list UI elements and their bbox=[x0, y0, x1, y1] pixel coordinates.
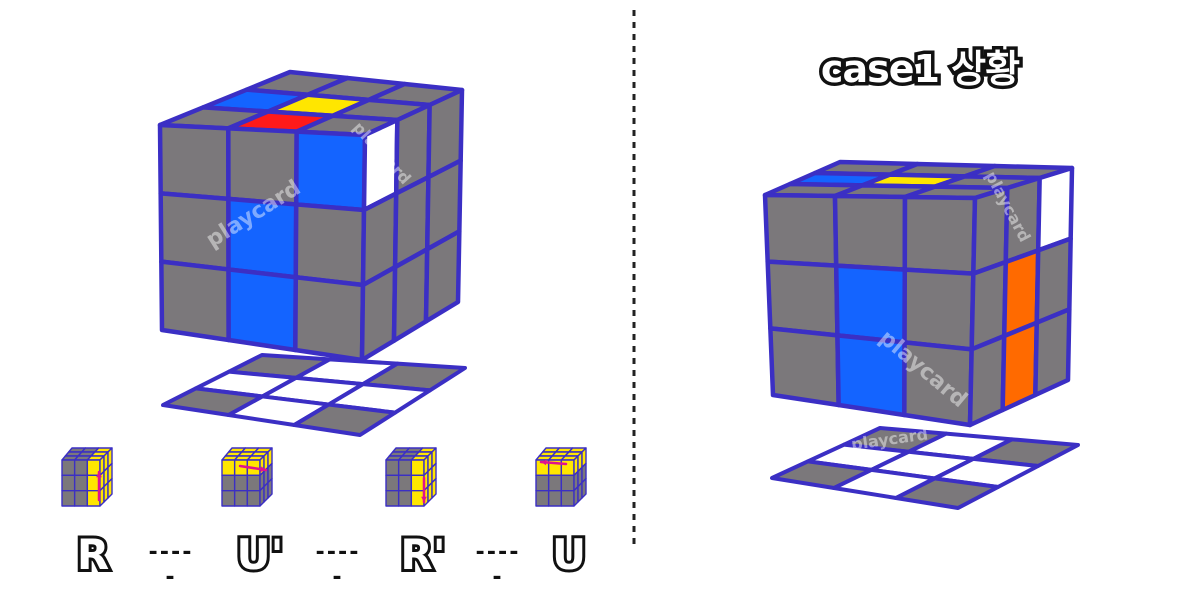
mini-r-prime-front-sticker-1-0 bbox=[385, 474, 400, 492]
move-cube-u-prime bbox=[221, 447, 273, 507]
right-right-sticker-2-0 bbox=[967, 333, 1007, 428]
mini-r-front-sticker-1-1 bbox=[73, 474, 89, 492]
right-front-sticker-1-0 bbox=[765, 259, 840, 338]
mini-r-prime-front-sticker-1-2 bbox=[410, 474, 425, 492]
mini-r-arrowhead-icon bbox=[96, 472, 102, 478]
mini-u-front-sticker-2-1 bbox=[547, 489, 563, 507]
left-front-sticker-2-0 bbox=[159, 259, 231, 343]
mini-r-front-sticker-1-0 bbox=[61, 474, 76, 492]
left-right-sticker-2-1 bbox=[391, 246, 430, 343]
mini-u-front-sticker-1-0 bbox=[535, 474, 550, 492]
mini-r-prime-front-sticker-2-0 bbox=[385, 489, 400, 507]
left-floor-sticker-2-2 bbox=[292, 402, 397, 437]
left-right-sticker-2-2 bbox=[423, 229, 462, 324]
mini-r-prime-arrowhead-icon bbox=[421, 496, 427, 502]
mini-u-prime-front-sticker-2-0 bbox=[221, 489, 236, 507]
mini-r-front-sticker-2-1 bbox=[73, 489, 89, 507]
mini-u-arrowhead-icon bbox=[541, 459, 547, 466]
left-cube-diagram bbox=[157, 69, 467, 437]
mini-r-front-sticker-2-0 bbox=[61, 489, 76, 507]
left-front-sticker-2-1 bbox=[226, 267, 299, 353]
right-floor-sticker-2-2 bbox=[894, 476, 1000, 510]
move-cube-r-prime bbox=[385, 447, 437, 507]
right-front-sticker-0-1 bbox=[832, 193, 908, 272]
mini-u-front-sticker-0-2 bbox=[560, 459, 575, 477]
right-front-sticker-1-2 bbox=[902, 267, 976, 352]
mini-r-right-sticker-2-2 bbox=[107, 477, 113, 499]
left-front-sticker-0-2 bbox=[293, 129, 368, 213]
case-title: case1 상황 bbox=[817, 44, 1023, 95]
mini-u-front-sticker-1-2 bbox=[560, 474, 575, 492]
mini-u-prime-front-sticker-2-2 bbox=[246, 489, 261, 507]
left-front-sticker-0-0 bbox=[157, 122, 231, 202]
move-label-r: R bbox=[74, 527, 112, 582]
mini-u-prime-front-sticker-0-0 bbox=[221, 459, 236, 477]
move-separator: ----- bbox=[313, 540, 361, 590]
mini-r-prime-front-sticker-1-1 bbox=[397, 474, 413, 492]
mini-u-prime-front-sticker-1-2 bbox=[246, 474, 261, 492]
mini-r-front-sticker-0-1 bbox=[73, 459, 89, 477]
right-front-sticker-0-0 bbox=[762, 192, 839, 268]
move-label-u-prime: U' bbox=[234, 527, 287, 582]
mini-u-prime-arrowhead-icon bbox=[260, 466, 266, 473]
right-right-sticker-2-1 bbox=[1000, 320, 1040, 413]
mini-u-prime-front-sticker-1-0 bbox=[221, 474, 236, 492]
right-cube-diagram bbox=[762, 159, 1080, 510]
right-right-sticker-2-2 bbox=[1033, 307, 1072, 398]
mini-u-prime-front-sticker-2-1 bbox=[233, 489, 249, 507]
mini-r-prime-front-sticker-0-1 bbox=[397, 459, 413, 477]
mini-u-front-sticker-2-2 bbox=[560, 489, 575, 507]
mini-u-front-sticker-2-0 bbox=[535, 489, 550, 507]
mini-r-prime-front-sticker-0-2 bbox=[410, 459, 425, 477]
move-cube-r bbox=[61, 447, 113, 507]
left-front-sticker-2-2 bbox=[293, 274, 366, 363]
mini-u-prime-front-sticker-1-1 bbox=[233, 474, 249, 492]
move-label-u: U bbox=[549, 527, 589, 582]
move-separator: ----- bbox=[473, 540, 521, 590]
mini-u-front-sticker-1-1 bbox=[547, 474, 563, 492]
move-cube-u bbox=[535, 447, 587, 507]
mini-u-prime-right-sticker-2-2 bbox=[267, 477, 273, 499]
mini-r-prime-right-sticker-2-2 bbox=[431, 477, 437, 499]
move-label-r-prime: R' bbox=[397, 527, 448, 582]
mini-r-prime-front-sticker-2-1 bbox=[397, 489, 413, 507]
left-front-sticker-1-2 bbox=[293, 202, 367, 288]
mini-u-right-sticker-2-2 bbox=[581, 477, 587, 499]
move-separator: ----- bbox=[146, 540, 194, 590]
left-right-sticker-2-0 bbox=[359, 264, 398, 363]
right-front-sticker-2-0 bbox=[768, 326, 841, 408]
mini-r-front-sticker-0-0 bbox=[61, 459, 76, 477]
right-front-sticker-0-2 bbox=[902, 194, 978, 276]
mini-r-prime-front-sticker-0-0 bbox=[385, 459, 400, 477]
